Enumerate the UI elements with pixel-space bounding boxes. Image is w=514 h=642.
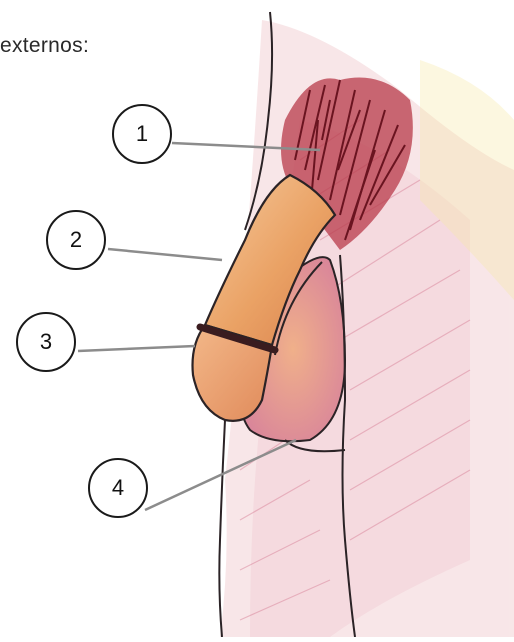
label-4: 4 <box>88 458 148 518</box>
leader-line-2 <box>108 249 222 260</box>
label-3: 3 <box>16 312 76 372</box>
label-1: 1 <box>112 104 172 164</box>
leader-line-3 <box>78 346 195 351</box>
diagram-caption: externos: <box>0 34 89 58</box>
label-2: 2 <box>46 210 106 270</box>
